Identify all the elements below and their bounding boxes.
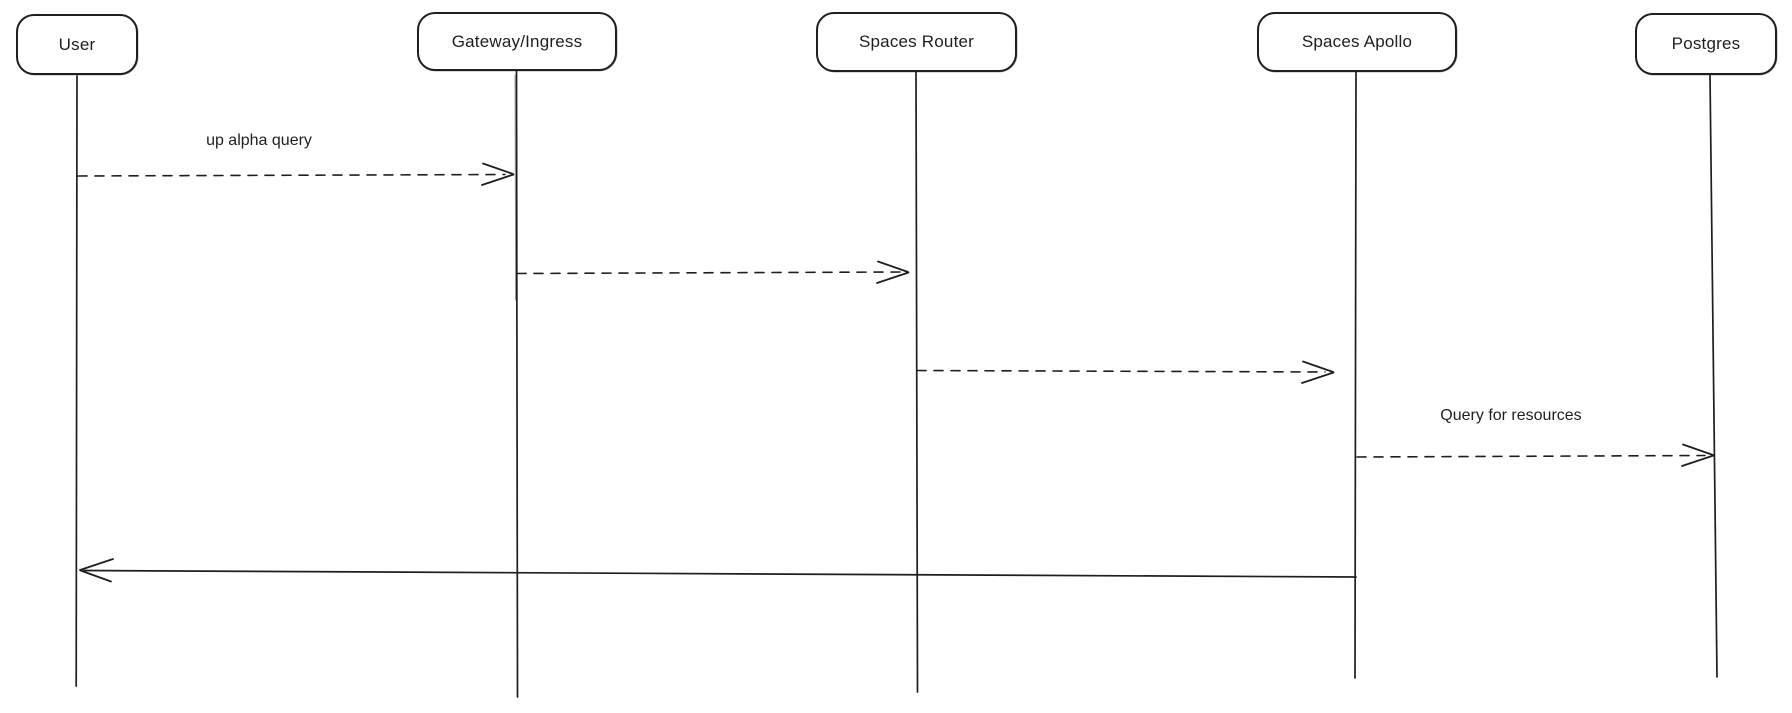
actor-label-spaces-router: Spaces Router: [858, 32, 975, 51]
actor-label-user: User: [58, 34, 96, 54]
message-label-query-for-resources[interactable]: Query for resources: [1440, 407, 1582, 424]
arrow-apollo-to-postgres[interactable]: [1356, 443, 1715, 467]
arrow-apollo-to-user-return[interactable]: [79, 558, 1357, 583]
actor-box-postgres[interactable]: Postgres: [1635, 13, 1777, 75]
lifeline-user[interactable]: [75, 75, 78, 687]
actor-box-spaces-router[interactable]: Spaces Router: [816, 12, 1017, 72]
arrow-router-to-apollo[interactable]: [916, 360, 1335, 384]
lifeline-spaces-apollo[interactable]: [1354, 71, 1357, 679]
actor-label-spaces-apollo: Spaces Apollo: [1301, 32, 1413, 51]
lifeline-postgres[interactable]: [1709, 74, 1718, 678]
actor-label-gateway-ingress: Gateway/Ingress: [451, 31, 583, 51]
actor-box-user[interactable]: User: [16, 14, 138, 75]
lifeline-spaces-router[interactable]: [915, 71, 919, 693]
actor-box-spaces-apollo[interactable]: Spaces Apollo: [1257, 12, 1457, 72]
arrow-gateway-to-router[interactable]: [516, 260, 910, 284]
actor-box-gateway-ingress[interactable]: Gateway/Ingress: [417, 12, 617, 71]
message-label-up-alpha-query[interactable]: up alpha query: [206, 132, 312, 149]
arrow-user-to-gateway[interactable]: [77, 162, 515, 186]
lifeline-gateway[interactable]: [514, 70, 519, 698]
actor-label-postgres: Postgres: [1671, 34, 1741, 53]
